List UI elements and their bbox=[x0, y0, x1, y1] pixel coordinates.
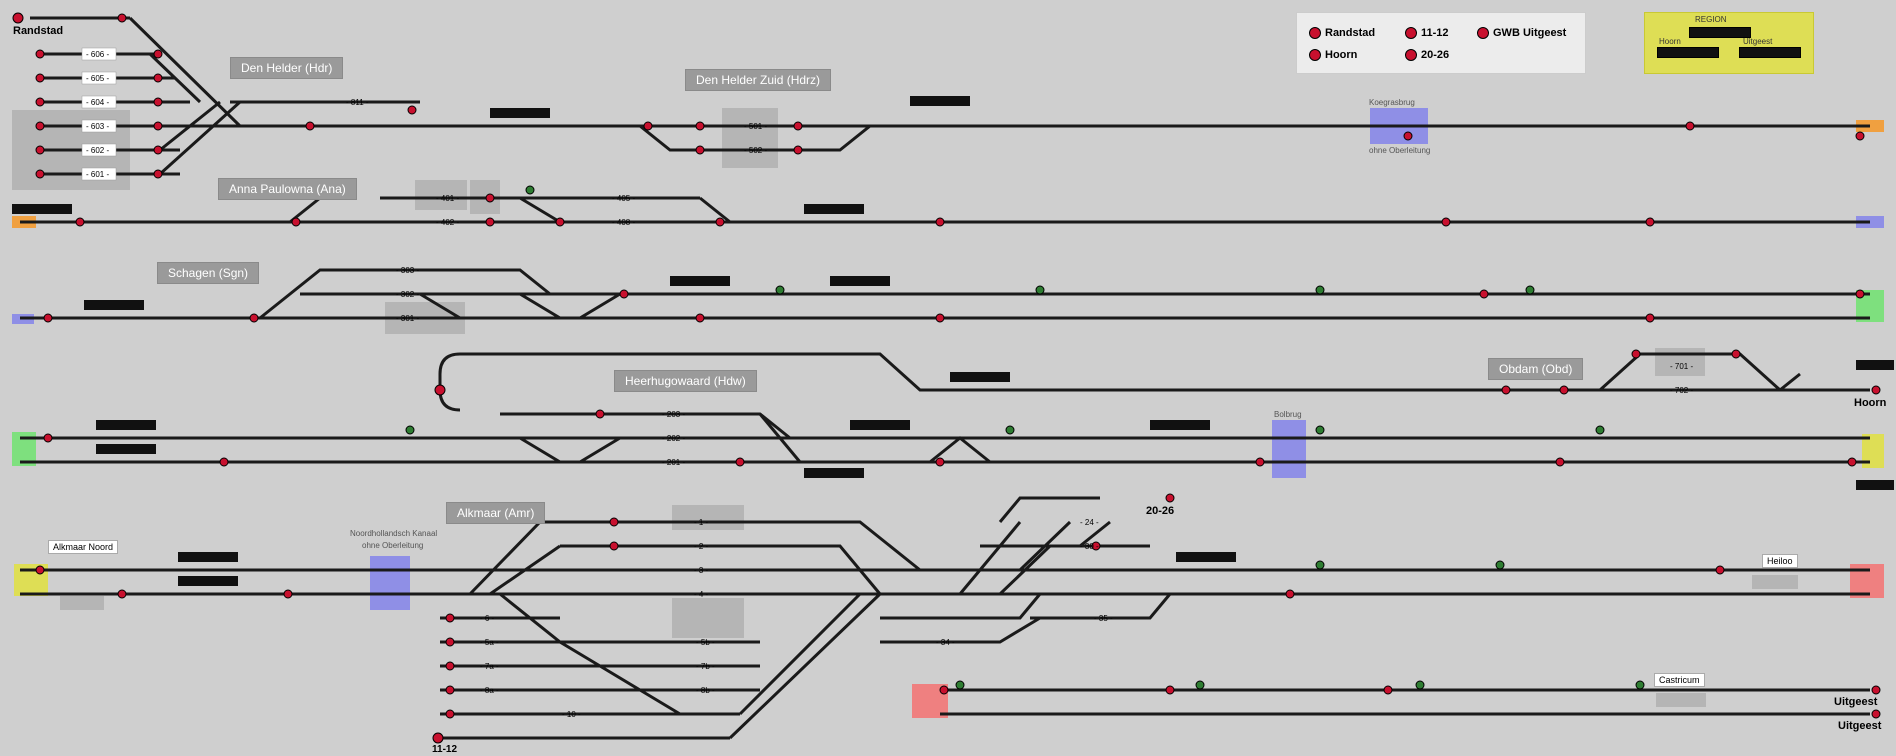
region-panel: REGION Hoorn Uitgeest bbox=[1644, 12, 1814, 74]
track-6: - 6 - bbox=[480, 614, 495, 623]
track-302: - 302 - bbox=[396, 290, 420, 299]
place-castricum: Castricum bbox=[1654, 673, 1705, 687]
legend-item-20-26[interactable]: 20-26 bbox=[1405, 49, 1449, 61]
track-402: - 402 - bbox=[436, 218, 460, 227]
station-schagen: Schagen (Sgn) bbox=[157, 262, 260, 284]
legend-item-randstad[interactable]: Randstad bbox=[1309, 27, 1375, 39]
track-5a: - 5a - bbox=[480, 638, 499, 647]
track-408: - 408 - bbox=[612, 218, 636, 227]
track-2: - 2 - bbox=[694, 542, 709, 551]
track-34: - 34 - bbox=[936, 638, 955, 647]
track-501: - 501 - bbox=[744, 122, 768, 131]
station-den-helder: Den Helder (Hdr) bbox=[230, 57, 344, 79]
station-obdam: Obdam (Obd) bbox=[1488, 358, 1584, 380]
signal-icon bbox=[1405, 49, 1417, 61]
track-202: - 202 - bbox=[662, 434, 686, 443]
track-30: - 30 - bbox=[1080, 542, 1099, 551]
track-5b: - 5b - bbox=[696, 638, 715, 647]
station-den-helder-zuid: Den Helder Zuid (Hdrz) bbox=[685, 69, 832, 91]
track-8b: - 8b - bbox=[696, 686, 715, 695]
track-401: - 401 - bbox=[436, 194, 460, 203]
track-701: - 701 - bbox=[1670, 362, 1694, 371]
signal-icon bbox=[1477, 27, 1489, 39]
signal-icon bbox=[1405, 27, 1417, 39]
edge-label-uitgeest-1: Uitgeest bbox=[1834, 696, 1878, 708]
edge-label-randstad: Randstad bbox=[13, 25, 64, 37]
place-heiloo: Heiloo bbox=[1762, 554, 1798, 568]
track-7b: - 7b - bbox=[696, 662, 715, 671]
place-bolbrug: Bolbrug bbox=[1274, 410, 1302, 419]
edge-label-hoorn: Hoorn bbox=[1854, 397, 1887, 409]
track-10: - 10 - bbox=[562, 710, 581, 719]
station-heerhugowaard: Heerhugowaard (Hdw) bbox=[614, 370, 757, 392]
track-203: - 203 - bbox=[662, 410, 686, 419]
track-502: - 502 - bbox=[744, 146, 768, 155]
edge-label-uitgeest-2: Uitgeest bbox=[1838, 720, 1882, 732]
station-alkmaar: Alkmaar (Amr) bbox=[446, 502, 546, 524]
track-602: - 602 - bbox=[86, 146, 110, 155]
region-uitgeest-label: Uitgeest bbox=[1743, 37, 1773, 46]
edge-label-11-12: 11-12 bbox=[432, 744, 458, 755]
place-ohne-oberleitung-1: ohne Oberleitung bbox=[1369, 146, 1431, 155]
track-3: - 3 - bbox=[694, 566, 709, 575]
region-display-uitgeest bbox=[1739, 47, 1801, 58]
track-303: - 303 - bbox=[396, 266, 420, 275]
track-7a: - 7a - bbox=[480, 662, 499, 671]
track-1: - 1 - bbox=[694, 518, 709, 527]
place-ohne-oberleitung-2: ohne Oberleitung bbox=[362, 541, 424, 550]
region-display-top bbox=[1689, 27, 1751, 38]
track-301: - 301 - bbox=[396, 314, 420, 323]
track-702: - 702 - bbox=[1670, 386, 1694, 395]
edge-label-20-26: 20-26 bbox=[1146, 505, 1175, 517]
track-201: - 201 - bbox=[662, 458, 686, 467]
signal-icon bbox=[1309, 49, 1321, 61]
legend-panel: Randstad 11-12 GWB Uitgeest Hoorn 20-26 bbox=[1296, 12, 1586, 74]
track-35: - 35 - bbox=[1094, 614, 1113, 623]
place-alkmaar-noord: Alkmaar Noord bbox=[48, 540, 119, 554]
track-603: - 603 - bbox=[86, 122, 110, 131]
track-405: - 405 - bbox=[612, 194, 636, 203]
legend-item-11-12[interactable]: 11-12 bbox=[1405, 27, 1449, 39]
track-4: - 4 - bbox=[694, 590, 709, 599]
track-606: - 606 - bbox=[86, 50, 110, 59]
station-anna-paulowna: Anna Paulowna (Ana) bbox=[218, 178, 357, 200]
track-8a: - 8a - bbox=[480, 686, 499, 695]
place-koegrasbrug: Koegrasbrug bbox=[1369, 98, 1415, 107]
region-hoorn-label: Hoorn bbox=[1659, 37, 1681, 46]
legend-item-gwb-uitgeest[interactable]: GWB Uitgeest bbox=[1477, 27, 1566, 39]
track-605: - 605 - bbox=[86, 74, 110, 83]
region-display-hoorn bbox=[1657, 47, 1719, 58]
track-601: - 601 - bbox=[86, 170, 110, 179]
track-811: - 811 - bbox=[346, 98, 369, 107]
track-24: - 24 - bbox=[1080, 518, 1099, 527]
region-title: REGION bbox=[1695, 15, 1727, 24]
signal-icon bbox=[1309, 27, 1321, 39]
place-noordhollandsch-kanaal: Noordhollandsch Kanaal bbox=[350, 529, 438, 538]
legend-item-hoorn[interactable]: Hoorn bbox=[1309, 49, 1357, 61]
track-604: - 604 - bbox=[86, 98, 110, 107]
